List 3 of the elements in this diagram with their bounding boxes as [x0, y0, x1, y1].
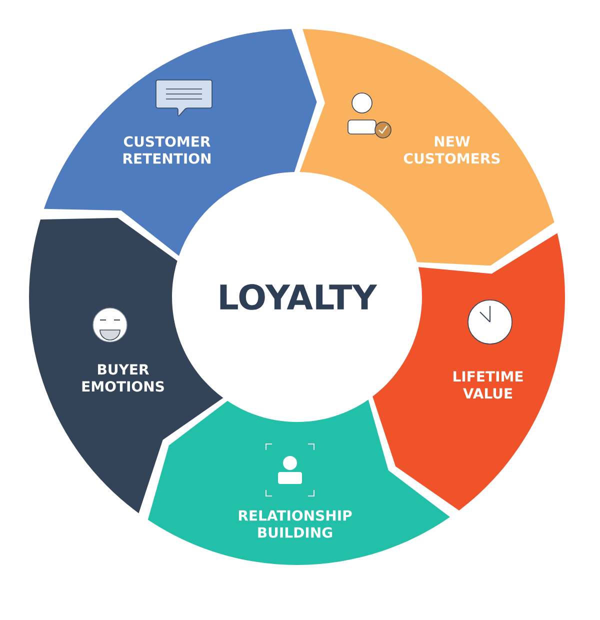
arrow-segment: CUSTOMER RETENTION	[44, 29, 317, 256]
arrow-segment: RELATIONSHIP BUILDING	[148, 400, 450, 565]
arrow-segment: NEW CUSTOMERS	[300, 29, 554, 266]
